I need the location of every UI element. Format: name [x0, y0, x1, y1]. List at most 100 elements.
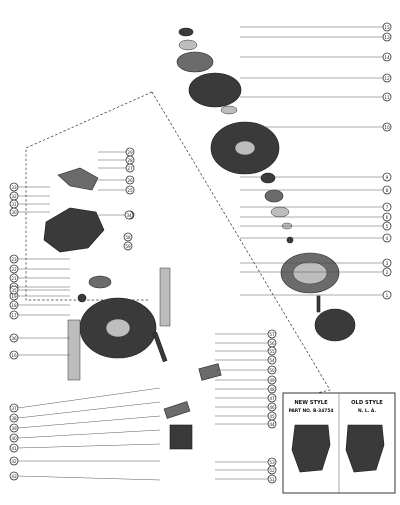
- callout-number-5: 5: [386, 224, 389, 229]
- new-style-component: [291, 424, 331, 473]
- callout-circle: [382, 22, 392, 32]
- callout-circle: [382, 212, 392, 222]
- callout-number-36: 36: [11, 336, 17, 341]
- callout-number-9: 9: [386, 175, 389, 180]
- callout-number-57: 57: [269, 332, 275, 337]
- callout-circle: [9, 264, 19, 274]
- rear-housing-center-part: [105, 318, 131, 338]
- callout-circle: [9, 423, 19, 433]
- insulator-stack-part: [67, 319, 81, 381]
- callout-leader-line: [17, 415, 161, 429]
- callout-circle: [9, 273, 19, 283]
- callout-number-21: 21: [11, 276, 17, 281]
- callout-number-26: 26: [127, 178, 133, 183]
- callout-circle: [9, 182, 19, 192]
- callout-number-39: 39: [11, 426, 17, 431]
- callout-number-55: 55: [269, 349, 275, 354]
- fan-hub-part: [220, 105, 238, 115]
- callout-circle: [382, 233, 392, 243]
- callout-number-8: 8: [386, 188, 389, 193]
- callout-number-47: 47: [269, 396, 275, 401]
- old-style-component: [345, 424, 385, 473]
- callout-circle: [125, 185, 135, 195]
- callout-number-23: 23: [11, 257, 17, 262]
- callout-circle: [267, 393, 277, 403]
- callout-number-33: 33: [11, 185, 17, 190]
- callout-number-35: 35: [11, 288, 17, 293]
- callout-number-7: 7: [386, 205, 389, 210]
- callout-number-13: 13: [384, 35, 390, 40]
- diode-part: [88, 275, 112, 289]
- callout-number-34: 34: [126, 213, 132, 218]
- callout-number-22: 22: [11, 267, 17, 272]
- callout-number-56: 56: [269, 341, 275, 346]
- brush-holder-part: [43, 207, 105, 253]
- callout-number-17: 17: [11, 313, 17, 318]
- callout-number-38: 38: [11, 416, 17, 421]
- callout-circle: [382, 92, 392, 102]
- callout-circle: [267, 365, 277, 375]
- callout-number-43: 43: [11, 474, 17, 479]
- regulator-body-part: [169, 424, 193, 450]
- callout-number-51: 51: [269, 477, 275, 482]
- callout-circle: [9, 413, 19, 423]
- callout-number-14: 14: [384, 55, 390, 60]
- callout-circle: [9, 403, 19, 413]
- front-bearing-part: [260, 172, 276, 184]
- callout-number-19: 19: [11, 294, 17, 299]
- callout-circle: [382, 52, 392, 62]
- callout-circle: [267, 384, 277, 394]
- callout-number-30: 30: [11, 210, 17, 215]
- callout-leader-line: [17, 401, 161, 419]
- callout-number-50: 50: [269, 368, 275, 373]
- callout-circle: [382, 122, 392, 132]
- callout-circle: [382, 290, 392, 300]
- callout-circle: [125, 163, 135, 173]
- callout-circle: [382, 221, 392, 231]
- callout-circle: [382, 73, 392, 83]
- callout-number-12: 12: [384, 76, 390, 81]
- callout-number-18: 18: [11, 303, 17, 308]
- callout-circle: [9, 310, 19, 320]
- callout-number-48: 48: [269, 387, 275, 392]
- callout-number-10: 10: [384, 125, 390, 130]
- callout-leader-line: [17, 387, 161, 409]
- callout-circle: [382, 32, 392, 42]
- callout-number-54: 54: [269, 358, 275, 363]
- callout-circle: [9, 285, 19, 295]
- callout-number-53: 53: [269, 460, 275, 465]
- callout-leader-line: [17, 429, 161, 439]
- rotor-shaft-part: [316, 295, 321, 313]
- callout-circle: [9, 333, 19, 343]
- callout-circle: [124, 210, 134, 220]
- callout-number-59: 59: [125, 244, 131, 249]
- callout-leader-line: [17, 475, 161, 481]
- callout-group: 1513141211109876543212928272625243332313…: [9, 22, 392, 484]
- callout-circle: [123, 241, 133, 251]
- bearing-retainer-part: [264, 189, 284, 203]
- callout-number-45: 45: [269, 414, 275, 419]
- callout-number-31: 31: [11, 202, 17, 207]
- callout-circle: [9, 300, 19, 310]
- callout-circle: [267, 465, 277, 475]
- callout-number-15: 15: [384, 25, 390, 30]
- callout-circle: [9, 350, 19, 360]
- callout-number-52: 52: [269, 468, 275, 473]
- long-bolt-part: [152, 331, 168, 363]
- old-style-part-number: N. L. A.: [358, 408, 376, 414]
- callout-number-41: 41: [11, 446, 17, 451]
- callout-circle: [382, 185, 392, 195]
- fan-part: [188, 72, 242, 108]
- front-housing-center-part: [234, 140, 256, 156]
- callout-circle: [9, 443, 19, 453]
- pulley-washer-part: [178, 39, 198, 51]
- new-style-part-number: PART NO. B-34754: [289, 408, 334, 414]
- mounting-bracket-part: [163, 401, 191, 419]
- callout-circle: [267, 375, 277, 385]
- callout-circle: [123, 232, 133, 242]
- assembly-dashed-boundary: [25, 91, 331, 401]
- callout-number-37: 37: [11, 406, 17, 411]
- callout-circle: [267, 346, 277, 356]
- callout-circle: [267, 402, 277, 412]
